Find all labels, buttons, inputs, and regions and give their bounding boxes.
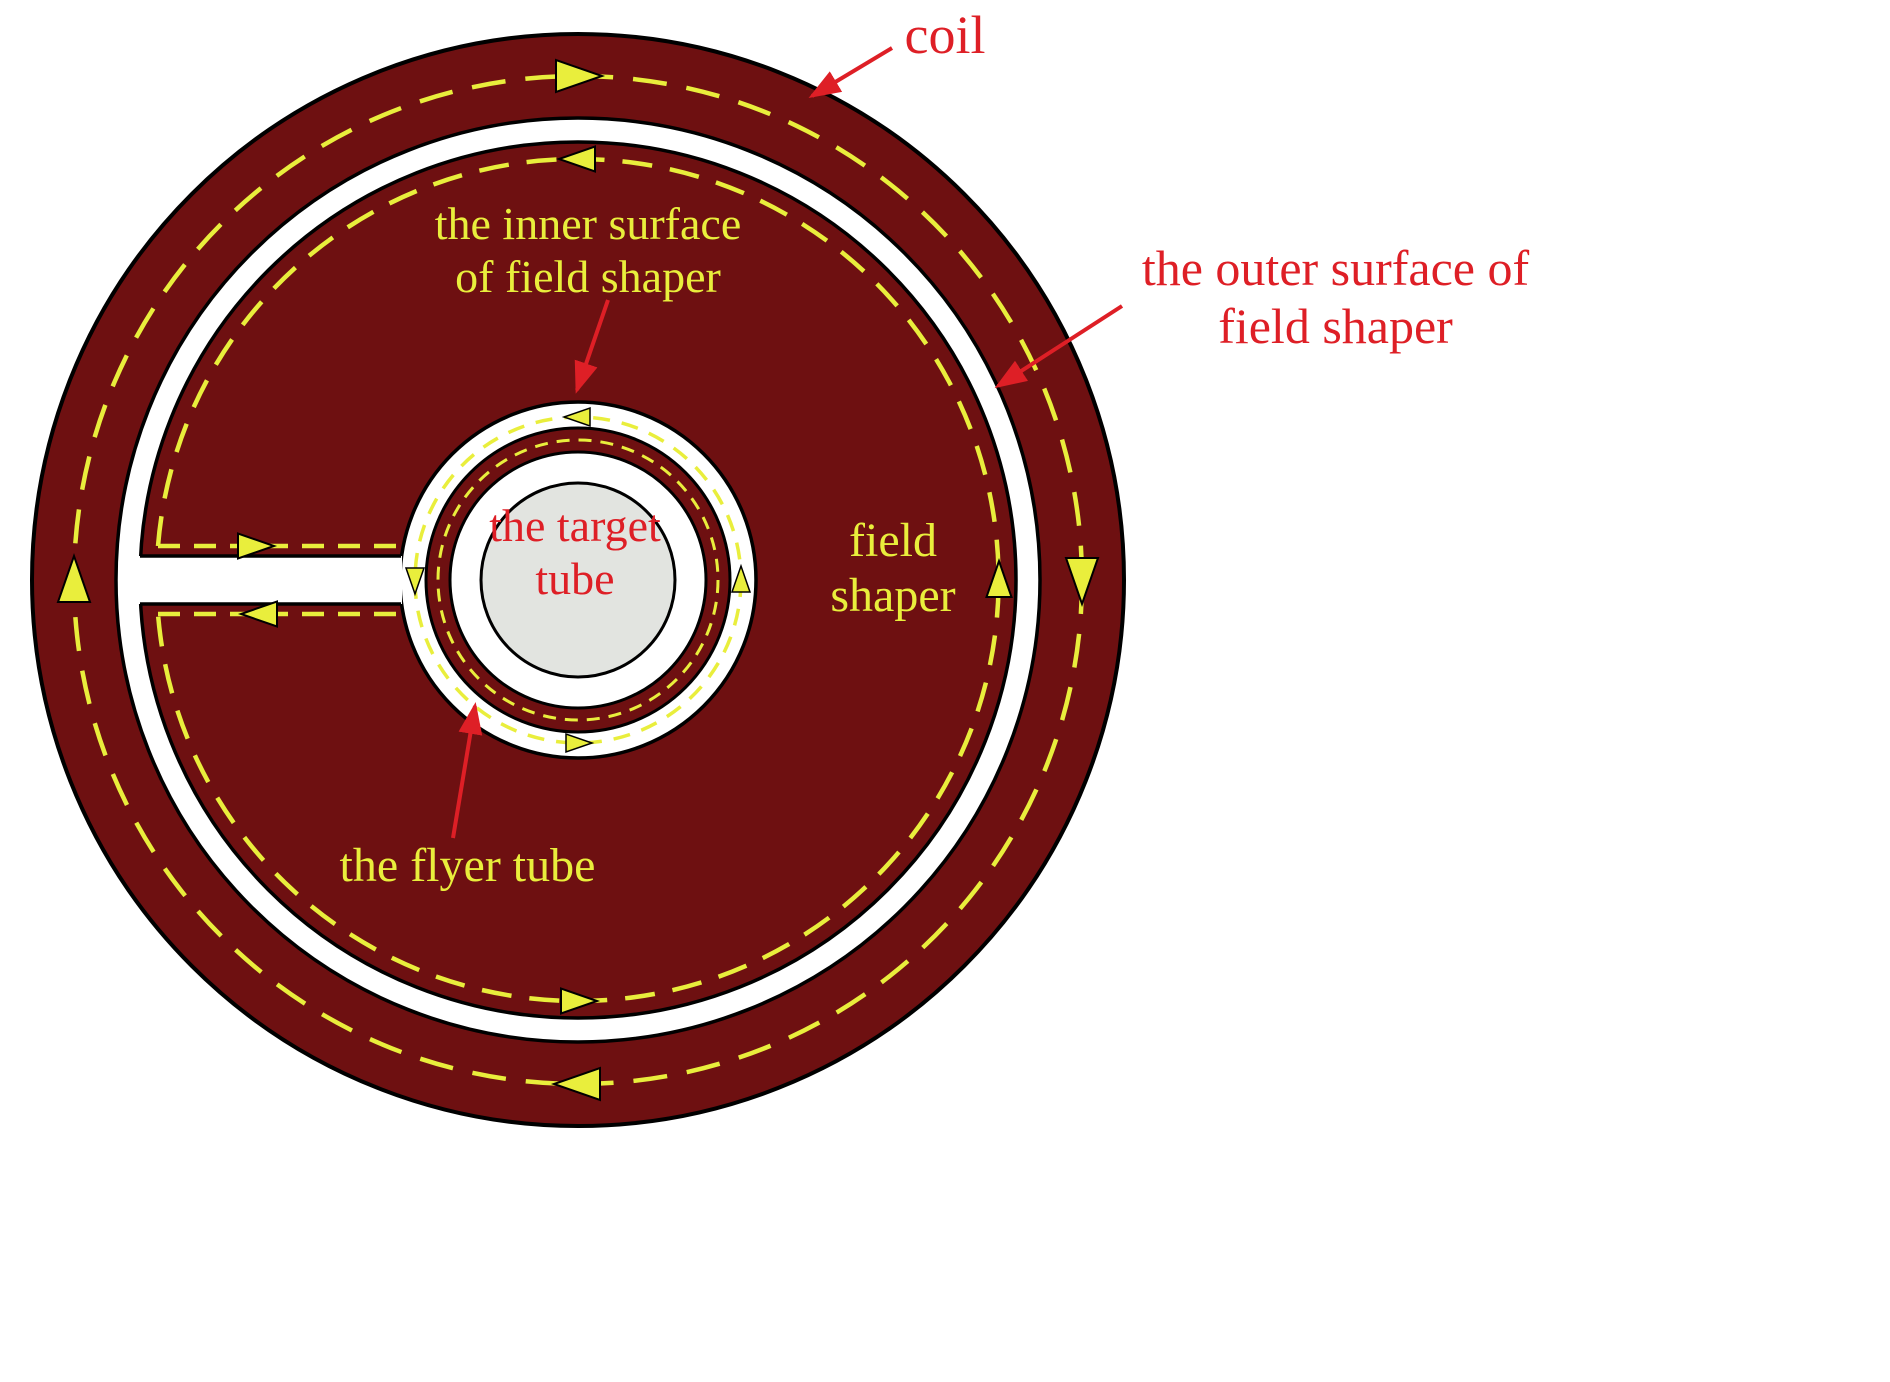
field-shaper-slit xyxy=(136,556,402,604)
target-tube-circle xyxy=(479,481,677,679)
coil-label: coil xyxy=(904,5,986,65)
outer-surface-label: the outer surface of field shaper xyxy=(1141,240,1530,354)
outer-surface-annotation-arrow xyxy=(994,304,1124,389)
flyer-tube-label: the flyer tube xyxy=(339,839,596,892)
field-shaper-label: field shaper xyxy=(830,514,956,623)
flyer-tube-annotation-arrow xyxy=(451,702,483,839)
inner-surface-annotation-arrow xyxy=(574,299,610,394)
annotation-arrows xyxy=(451,46,1124,839)
inner-surface-label: the inner surface of field shaper xyxy=(434,198,742,302)
coil-annotation-arrow xyxy=(808,46,894,99)
target-tube-label: the target tube xyxy=(489,500,661,604)
flyer-tube-current-path xyxy=(436,438,720,722)
